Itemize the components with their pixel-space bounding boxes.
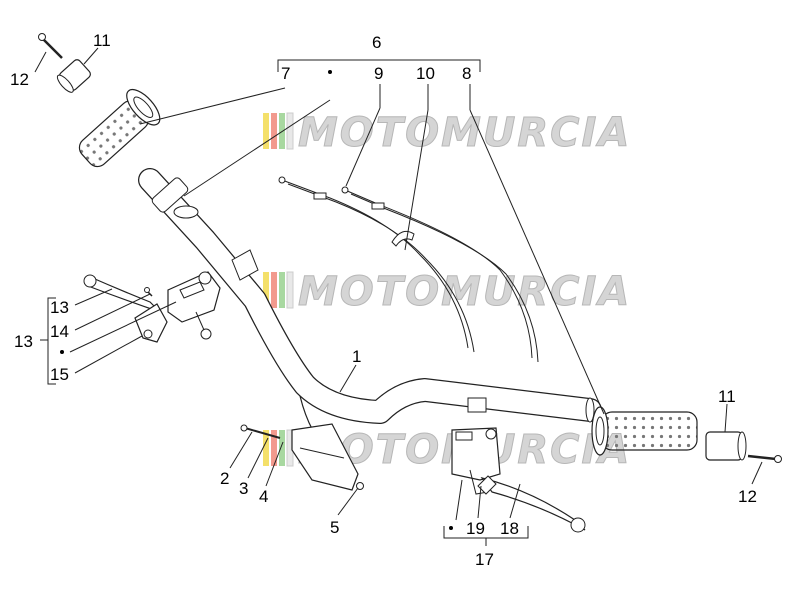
- throttle-cables: [278, 176, 539, 363]
- left-lever-bracket: [134, 303, 168, 343]
- callout-4: 4: [259, 487, 268, 506]
- right-brake-lever: [477, 475, 586, 533]
- callout-5: 5: [330, 518, 339, 537]
- callout-3: 3: [239, 479, 248, 498]
- handlebar-tube: [138, 168, 602, 452]
- callout-12-right: 12: [738, 487, 757, 506]
- right-bar-end-screw: [747, 454, 782, 463]
- right-grip: [591, 406, 698, 456]
- callout-18: 18: [500, 519, 519, 538]
- callout-14: 13: [50, 298, 69, 317]
- left-bar-end-weight: [56, 59, 91, 93]
- callout-12-top: 12: [10, 70, 29, 89]
- right-bar-end-weight: [705, 431, 747, 461]
- callout-13: 13: [14, 332, 33, 351]
- tube-sleeve: [151, 177, 199, 219]
- right-master-cylinder: [451, 427, 501, 495]
- left-master-cylinder: [167, 271, 221, 340]
- callout-19: 19: [466, 519, 485, 538]
- left-bar-end-screw: [38, 33, 63, 59]
- mount-bracket: [291, 423, 364, 491]
- callout-8: 8: [462, 64, 471, 83]
- callout-15: 14: [50, 322, 69, 341]
- svg-text:MOTOMURCIA: MOTOMURCIA: [298, 269, 631, 315]
- callout-2: 2: [220, 469, 229, 488]
- callout-10: 10: [416, 64, 435, 83]
- callout-9: 9: [374, 64, 383, 83]
- callout-7: 7: [281, 64, 290, 83]
- left-lever-pin: [144, 287, 153, 297]
- watermark-middle: MOTOMURCIA: [263, 269, 631, 316]
- callout-16: 15: [50, 365, 69, 384]
- callout-numbers: 6 7 9 10 8 11 12 13 13 14 15 1 2 3 4 5 1…: [10, 31, 757, 569]
- callout-17: 17: [475, 550, 494, 569]
- leader-lines: [34, 47, 763, 546]
- marker-dots: [60, 70, 453, 530]
- mount-bolt: [240, 424, 281, 439]
- callout-6: 6: [372, 33, 381, 52]
- callout-11-top: 11: [93, 31, 111, 50]
- watermark-top: MOTOMURCIA: [263, 110, 631, 157]
- left-grip: [78, 88, 161, 168]
- callout-1: 1: [352, 347, 361, 366]
- callout-11-right: 11: [718, 387, 736, 406]
- svg-text:MOTOMURCIA: MOTOMURCIA: [298, 110, 631, 156]
